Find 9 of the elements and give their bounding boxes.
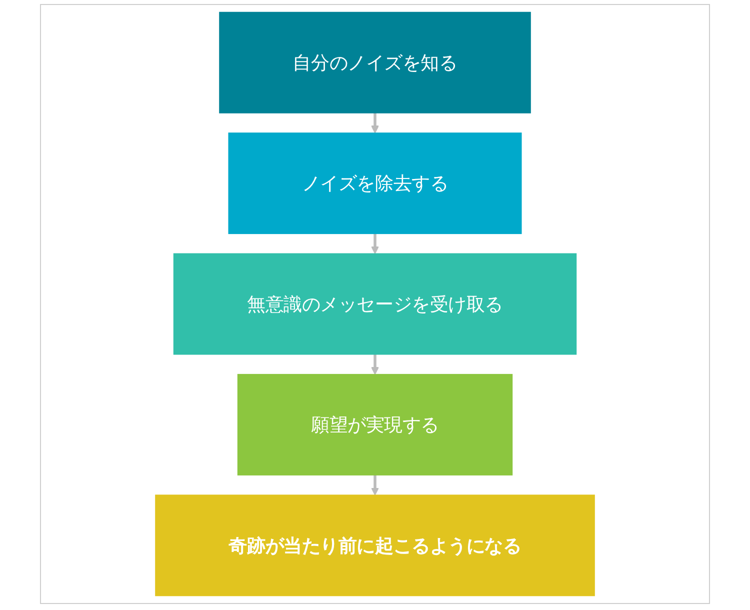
node-box: 願望が実現する xyxy=(237,374,513,476)
arrow xyxy=(370,475,380,496)
node-box: 無意識のメッセージを受け取る xyxy=(173,253,577,355)
arrow xyxy=(370,354,380,375)
arrow xyxy=(370,112,380,134)
node-box: ノイズを除去する xyxy=(228,132,522,234)
arrow xyxy=(370,234,380,254)
node-box: 自分のノイズを知る xyxy=(219,12,531,114)
node-box: 奇跡が当たり前に起こるようになる xyxy=(155,494,595,596)
